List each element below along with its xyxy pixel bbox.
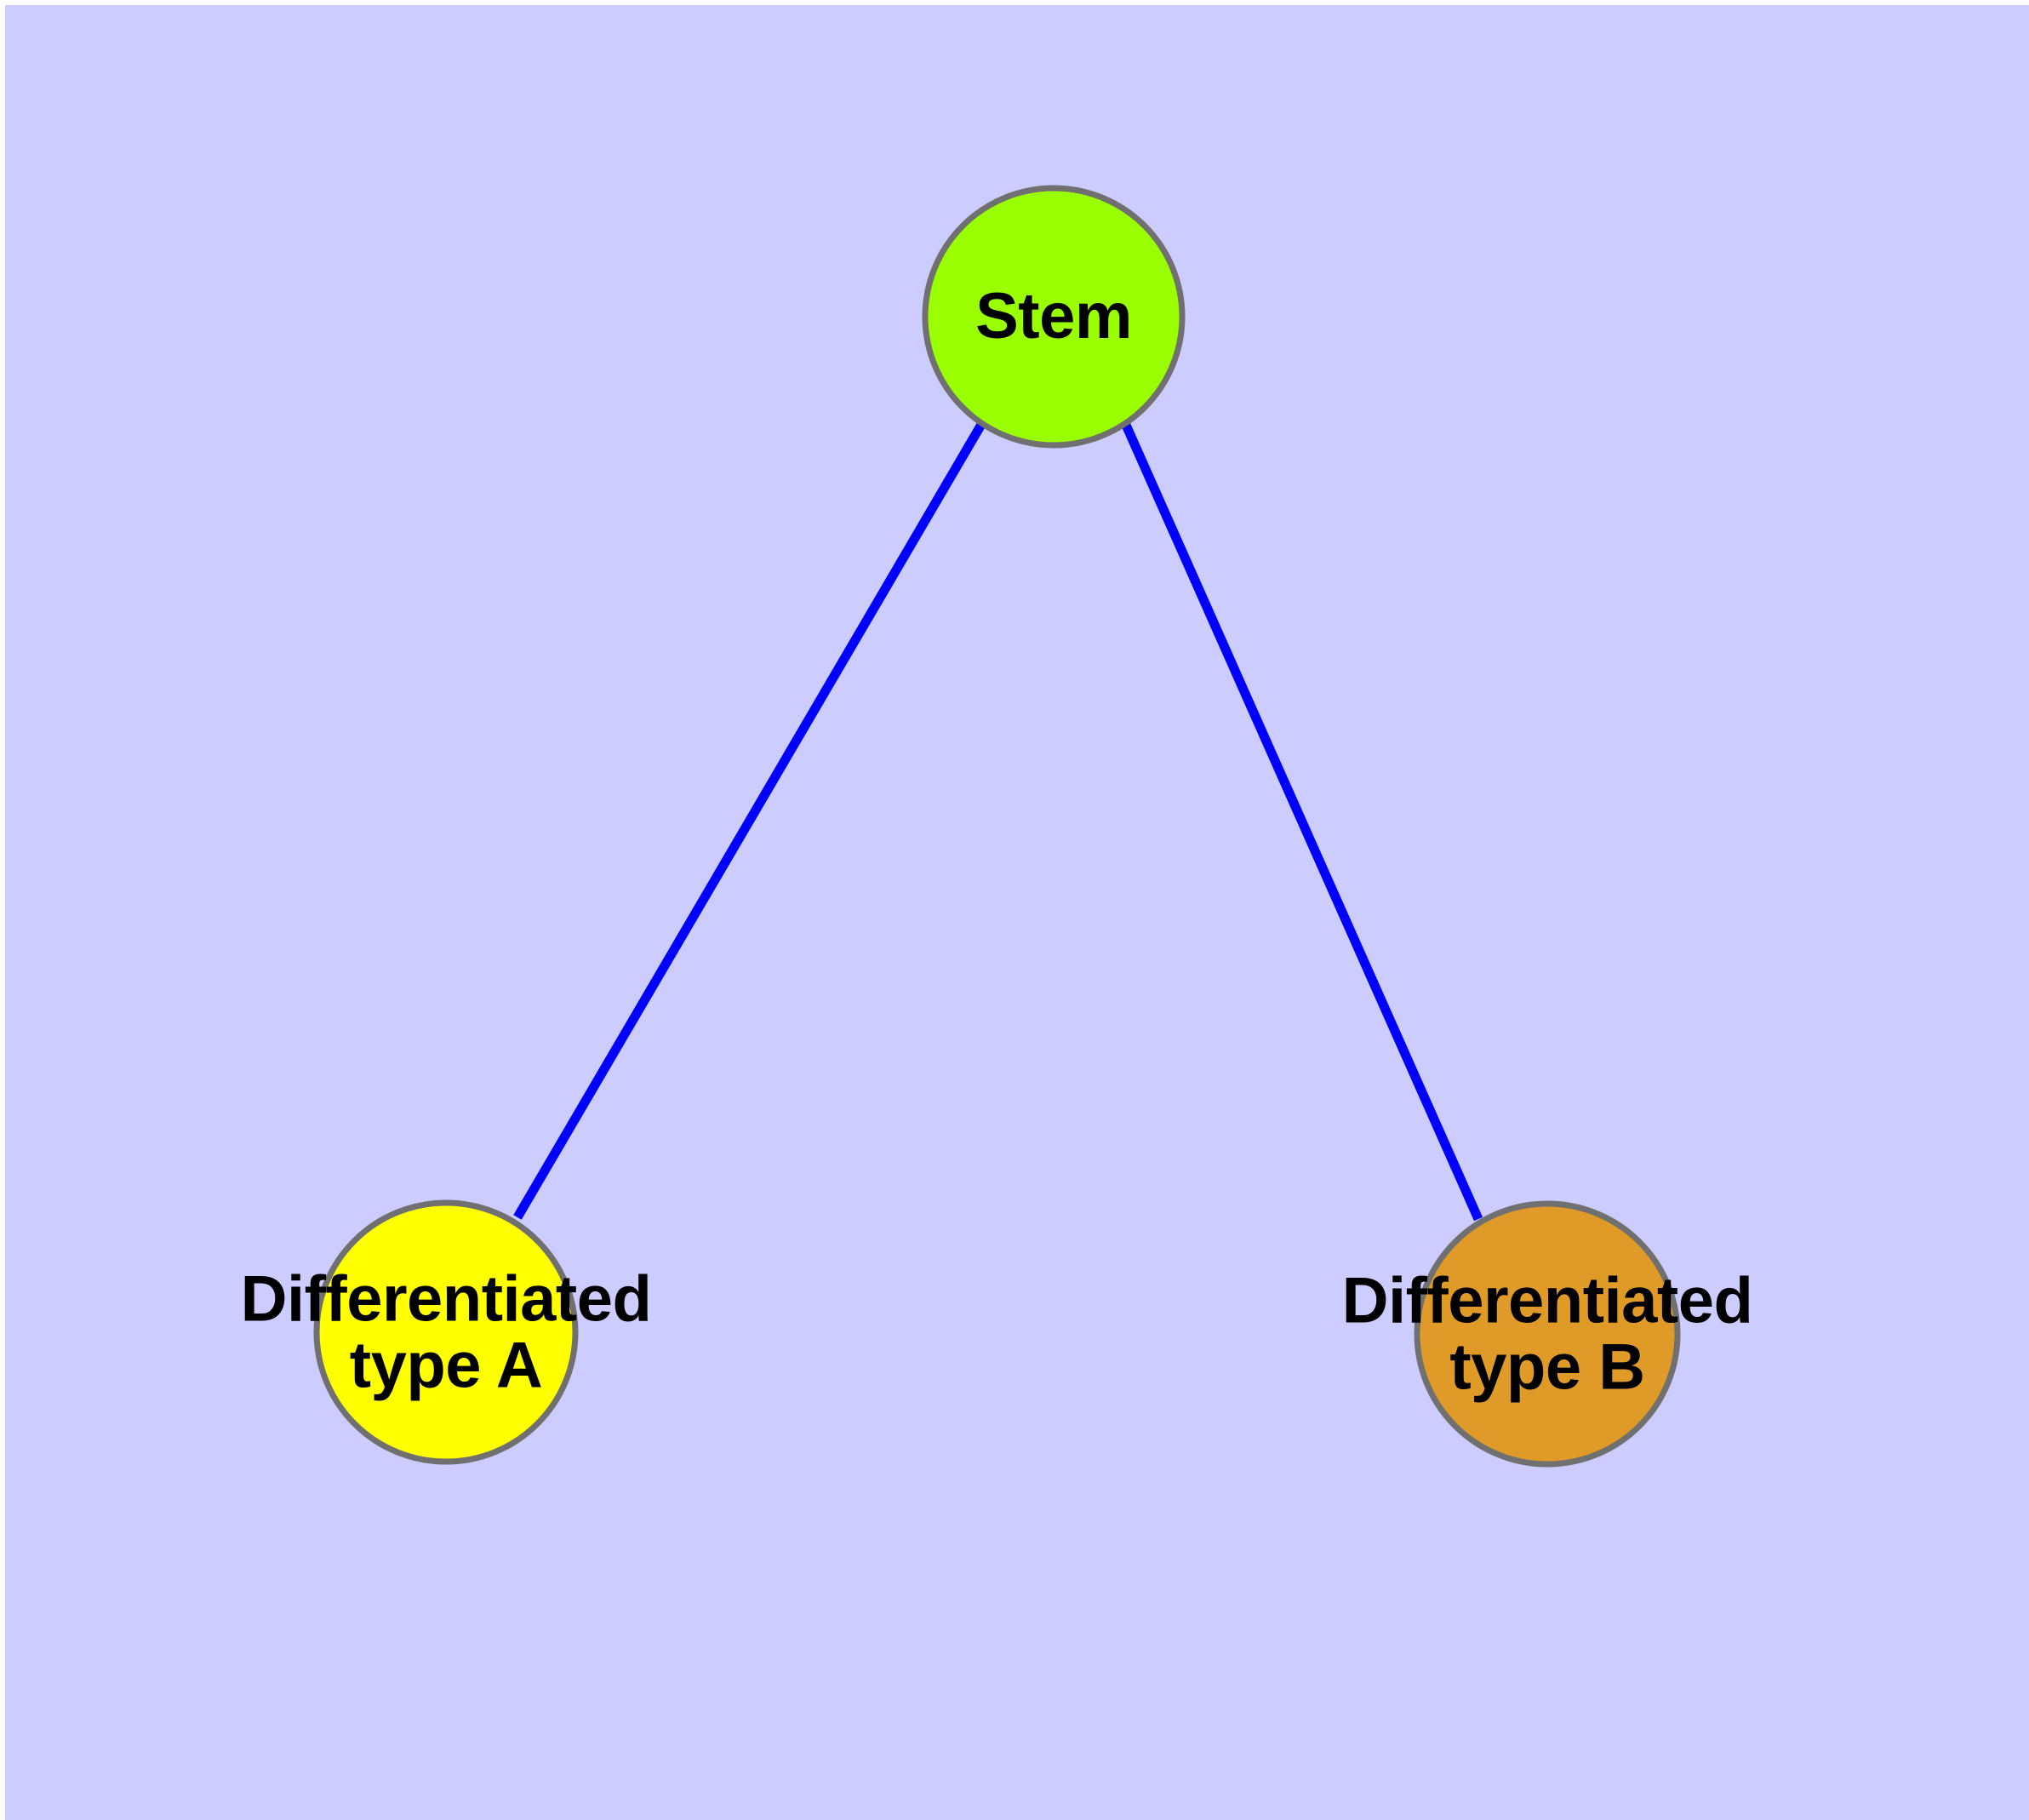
node-circle-differentiated-type-b[interactable]: [1414, 1200, 1681, 1468]
edge-stem-to-differentiated-type-b: [1120, 421, 1483, 1222]
edge-layer: [513, 421, 1483, 1222]
node-layer: [313, 185, 1681, 1468]
node-circle-stem[interactable]: [922, 185, 1186, 449]
edge-stem-to-differentiated-type-a: [513, 421, 986, 1220]
node-circle-differentiated-type-a[interactable]: [313, 1199, 579, 1465]
